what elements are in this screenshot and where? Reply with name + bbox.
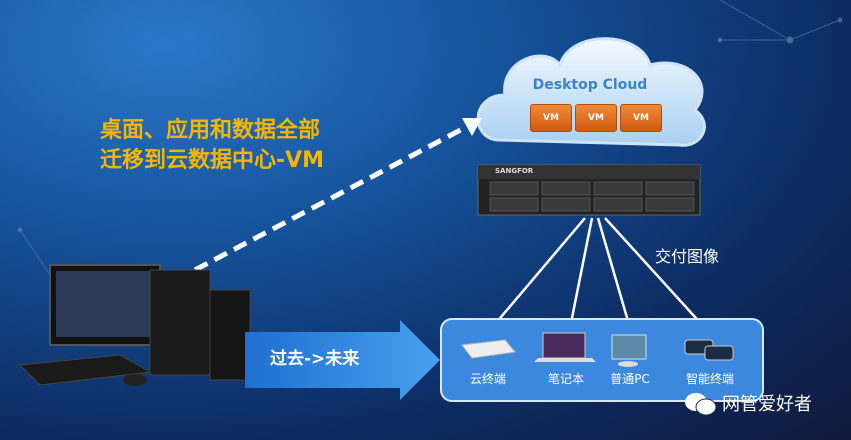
device-label-smart: 智能终端 (685, 372, 734, 386)
headline-line1: 桌面、应用和数据全部 (100, 118, 321, 143)
cloud-title: Desktop Cloud (532, 77, 648, 93)
transition-arrow (245, 320, 440, 400)
headline-line2: 迁移到云数据中心-VM (100, 148, 325, 173)
wechat-icon (683, 392, 717, 416)
delivery-label: 交付图像 (655, 247, 720, 266)
transition-label: 过去->未来 (270, 349, 360, 369)
watermark: 网管爱好者 (722, 394, 812, 415)
migration-arrowhead (462, 118, 482, 136)
device-label-pc: 普通PC (610, 372, 650, 386)
server-brand: SANGFOR (495, 167, 534, 175)
delivery-arrows (489, 217, 706, 331)
desktop-computer-icon (18, 264, 251, 386)
vm-box: VM (620, 104, 662, 132)
device-label-laptop: 笔记本 (547, 372, 584, 386)
server-icon (477, 164, 701, 216)
migration-dashed-arrow (193, 122, 472, 273)
vm-box: VM (530, 104, 572, 132)
device-panel (440, 318, 764, 402)
vm-box: VM (575, 104, 617, 132)
headline: 桌面、应用和数据全部 迁移到云数据中心-VM (100, 116, 324, 176)
device-label-thin-client: 云终端 (469, 372, 506, 386)
